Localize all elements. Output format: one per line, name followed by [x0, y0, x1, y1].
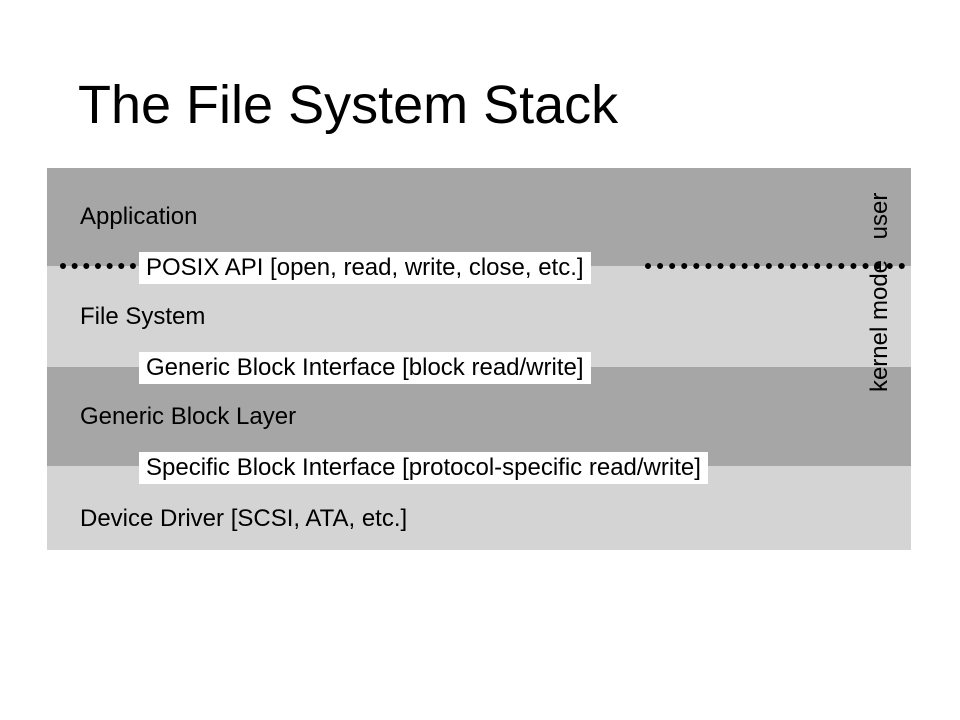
- specific-block-interface: Specific Block Interface [protocol-speci…: [139, 452, 708, 484]
- file-system-layer-label: File System: [80, 303, 206, 330]
- application-layer-label: Application: [80, 203, 198, 230]
- user-kernel-boundary-line-left: [60, 263, 136, 269]
- device-driver-layer-label: Device Driver [SCSI, ATA, etc.]: [80, 505, 408, 532]
- user-kernel-boundary-line-right: [645, 263, 905, 269]
- generic-block-interface: Generic Block Interface [block read/writ…: [139, 352, 591, 384]
- kernel-mode-label: kernel mode: [866, 259, 893, 393]
- posix-api-interface: POSIX API [open, read, write, close, etc…: [139, 252, 591, 284]
- generic-block-layer-label: Generic Block Layer: [80, 403, 297, 430]
- slide-title: The File System Stack: [78, 75, 619, 135]
- application-layer-band: [47, 168, 911, 266]
- file-system-stack-diagram: Application File System Generic Block La…: [47, 168, 911, 550]
